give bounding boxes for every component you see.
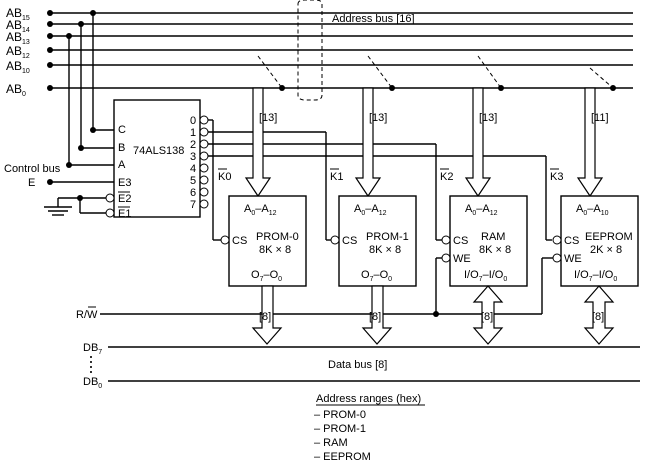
svg-text:8K × 8: 8K × 8 (259, 244, 291, 256)
k0-label: K0 (218, 171, 231, 183)
k1-label: K1 (330, 171, 343, 183)
decoder-output-bubbles (199, 115, 209, 209)
svg-text:2K × 8: 2K × 8 (590, 244, 622, 256)
ab15-label: AB15 (6, 6, 30, 22)
svg-text:I/O7–I/O0: I/O7–I/O0 (464, 269, 507, 283)
svg-text:O7–O0: O7–O0 (361, 269, 392, 283)
address-bus-label: Address bus [16] (332, 13, 415, 25)
db0-label: DB0 (83, 376, 102, 390)
svg-text:[13]: [13] (259, 112, 277, 124)
control-bus-label: Control bus (4, 163, 61, 175)
decoder-enable-e1: E1 (118, 208, 131, 220)
ab10-label: AB10 (6, 59, 30, 75)
prom1-device: A0–A12 CS PROM-1 8K × 8 O7–O0 (330, 195, 417, 287)
svg-text:2: 2 (190, 139, 196, 151)
address-width-labels: [13] [13] [13] [11] (259, 112, 609, 124)
svg-text:[8]: [8] (592, 311, 604, 323)
decoder-output-numbers: 0 1 2 3 4 5 6 7 (190, 115, 196, 211)
decoder-input-b: B (118, 142, 125, 154)
svg-text:8K × 8: 8K × 8 (479, 244, 511, 256)
svg-text:WE: WE (453, 253, 471, 265)
decoder-name: 74ALS138 (133, 145, 184, 157)
address-range-item: – RAM (314, 437, 348, 449)
address-ranges-title: Address ranges (hex) (316, 393, 421, 405)
address-bus-lines (50, 12, 633, 89)
k3-label: K3 (550, 171, 563, 183)
address-range-item: – PROM-0 (314, 409, 366, 421)
svg-text:CS: CS (232, 235, 247, 247)
svg-text:[8]: [8] (481, 311, 493, 323)
svg-text:A0–A12: A0–A12 (244, 203, 277, 217)
decoder-enable-e2: E2 (118, 193, 131, 205)
data-width-labels: [8] [8] [8] [8] (259, 311, 604, 323)
svg-text:6: 6 (190, 187, 196, 199)
decoder-input-wires (68, 13, 114, 166)
ground-wiring (44, 197, 106, 216)
address-range-item: – EEPROM (314, 451, 371, 463)
svg-text:WE: WE (564, 253, 582, 265)
svg-text:A0–A10: A0–A10 (576, 203, 609, 217)
svg-text:PROM-0: PROM-0 (256, 231, 299, 243)
rw-label: R/W (76, 309, 98, 321)
svg-text:4: 4 (190, 163, 196, 175)
ram-device: A0–A12 CS WE RAM 8K × 8 I/O7–I/O0 (441, 195, 528, 287)
enable-bubbles (105, 193, 115, 218)
svg-text:A0–A12: A0–A12 (354, 203, 387, 217)
prom0-device: A0–A12 CS PROM-0 8K × 8 O7–O0 (220, 195, 307, 287)
svg-text:1: 1 (190, 127, 196, 139)
svg-text:[8]: [8] (259, 311, 271, 323)
svg-text:0: 0 (190, 115, 196, 127)
select-labels: K0 K1 K2 K3 (218, 171, 563, 183)
svg-text:O7–O0: O7–O0 (251, 269, 282, 283)
decoder-input-c: C (118, 124, 126, 136)
address-range-item: – PROM-1 (314, 423, 366, 435)
svg-text:7: 7 (190, 199, 196, 211)
bus-bundle-ellipse (297, 0, 323, 101)
rw-wire (100, 257, 553, 315)
svg-text:PROM-1: PROM-1 (366, 231, 409, 243)
ab12-label: AB12 (6, 44, 30, 60)
svg-text:[13]: [13] (369, 112, 387, 124)
k2-label: K2 (440, 171, 453, 183)
eeprom-device: A0–A10 CS WE EEPROM 2K × 8 I/O7–I/O0 (552, 195, 639, 287)
address-tap-dashes (257, 55, 614, 89)
rw-junction (433, 311, 439, 317)
svg-text:3: 3 (190, 151, 196, 163)
svg-text:[13]: [13] (479, 112, 497, 124)
svg-text:EEPROM: EEPROM (585, 231, 633, 243)
svg-text:[8]: [8] (369, 311, 381, 323)
address-line-labels: AB15 AB14 AB13 AB12 AB10 AB0 (6, 6, 30, 98)
e-signal-dot (47, 179, 53, 185)
ab0-label: AB0 (6, 82, 26, 98)
ground-junction (77, 195, 83, 201)
decoder-input-dots (66, 127, 96, 168)
svg-text:I/O7–I/O0: I/O7–I/O0 (574, 269, 617, 283)
decoder-chip (113, 99, 201, 218)
svg-text:8K × 8: 8K × 8 (369, 244, 401, 256)
svg-text:5: 5 (190, 175, 196, 187)
ab14-label: AB14 (6, 18, 30, 34)
decoder-enable-e3: E3 (118, 177, 131, 189)
ab13-label: AB13 (6, 30, 30, 46)
svg-text:A0–A12: A0–A12 (465, 203, 498, 217)
decoder-input-a: A (118, 159, 126, 171)
svg-text:[11]: [11] (591, 112, 609, 124)
svg-text:CS: CS (564, 235, 579, 247)
svg-text:CS: CS (342, 235, 357, 247)
data-arrows (251, 285, 615, 345)
select-wires (208, 119, 552, 241)
svg-text:CS: CS (453, 235, 468, 247)
svg-text:RAM: RAM (481, 231, 505, 243)
address-bus-dots (47, 10, 616, 91)
data-bus-label: Data bus [8] (328, 359, 387, 371)
enable-signal-label: E (28, 177, 35, 189)
address-arrows (244, 87, 604, 198)
db7-label: DB7 (83, 342, 102, 356)
